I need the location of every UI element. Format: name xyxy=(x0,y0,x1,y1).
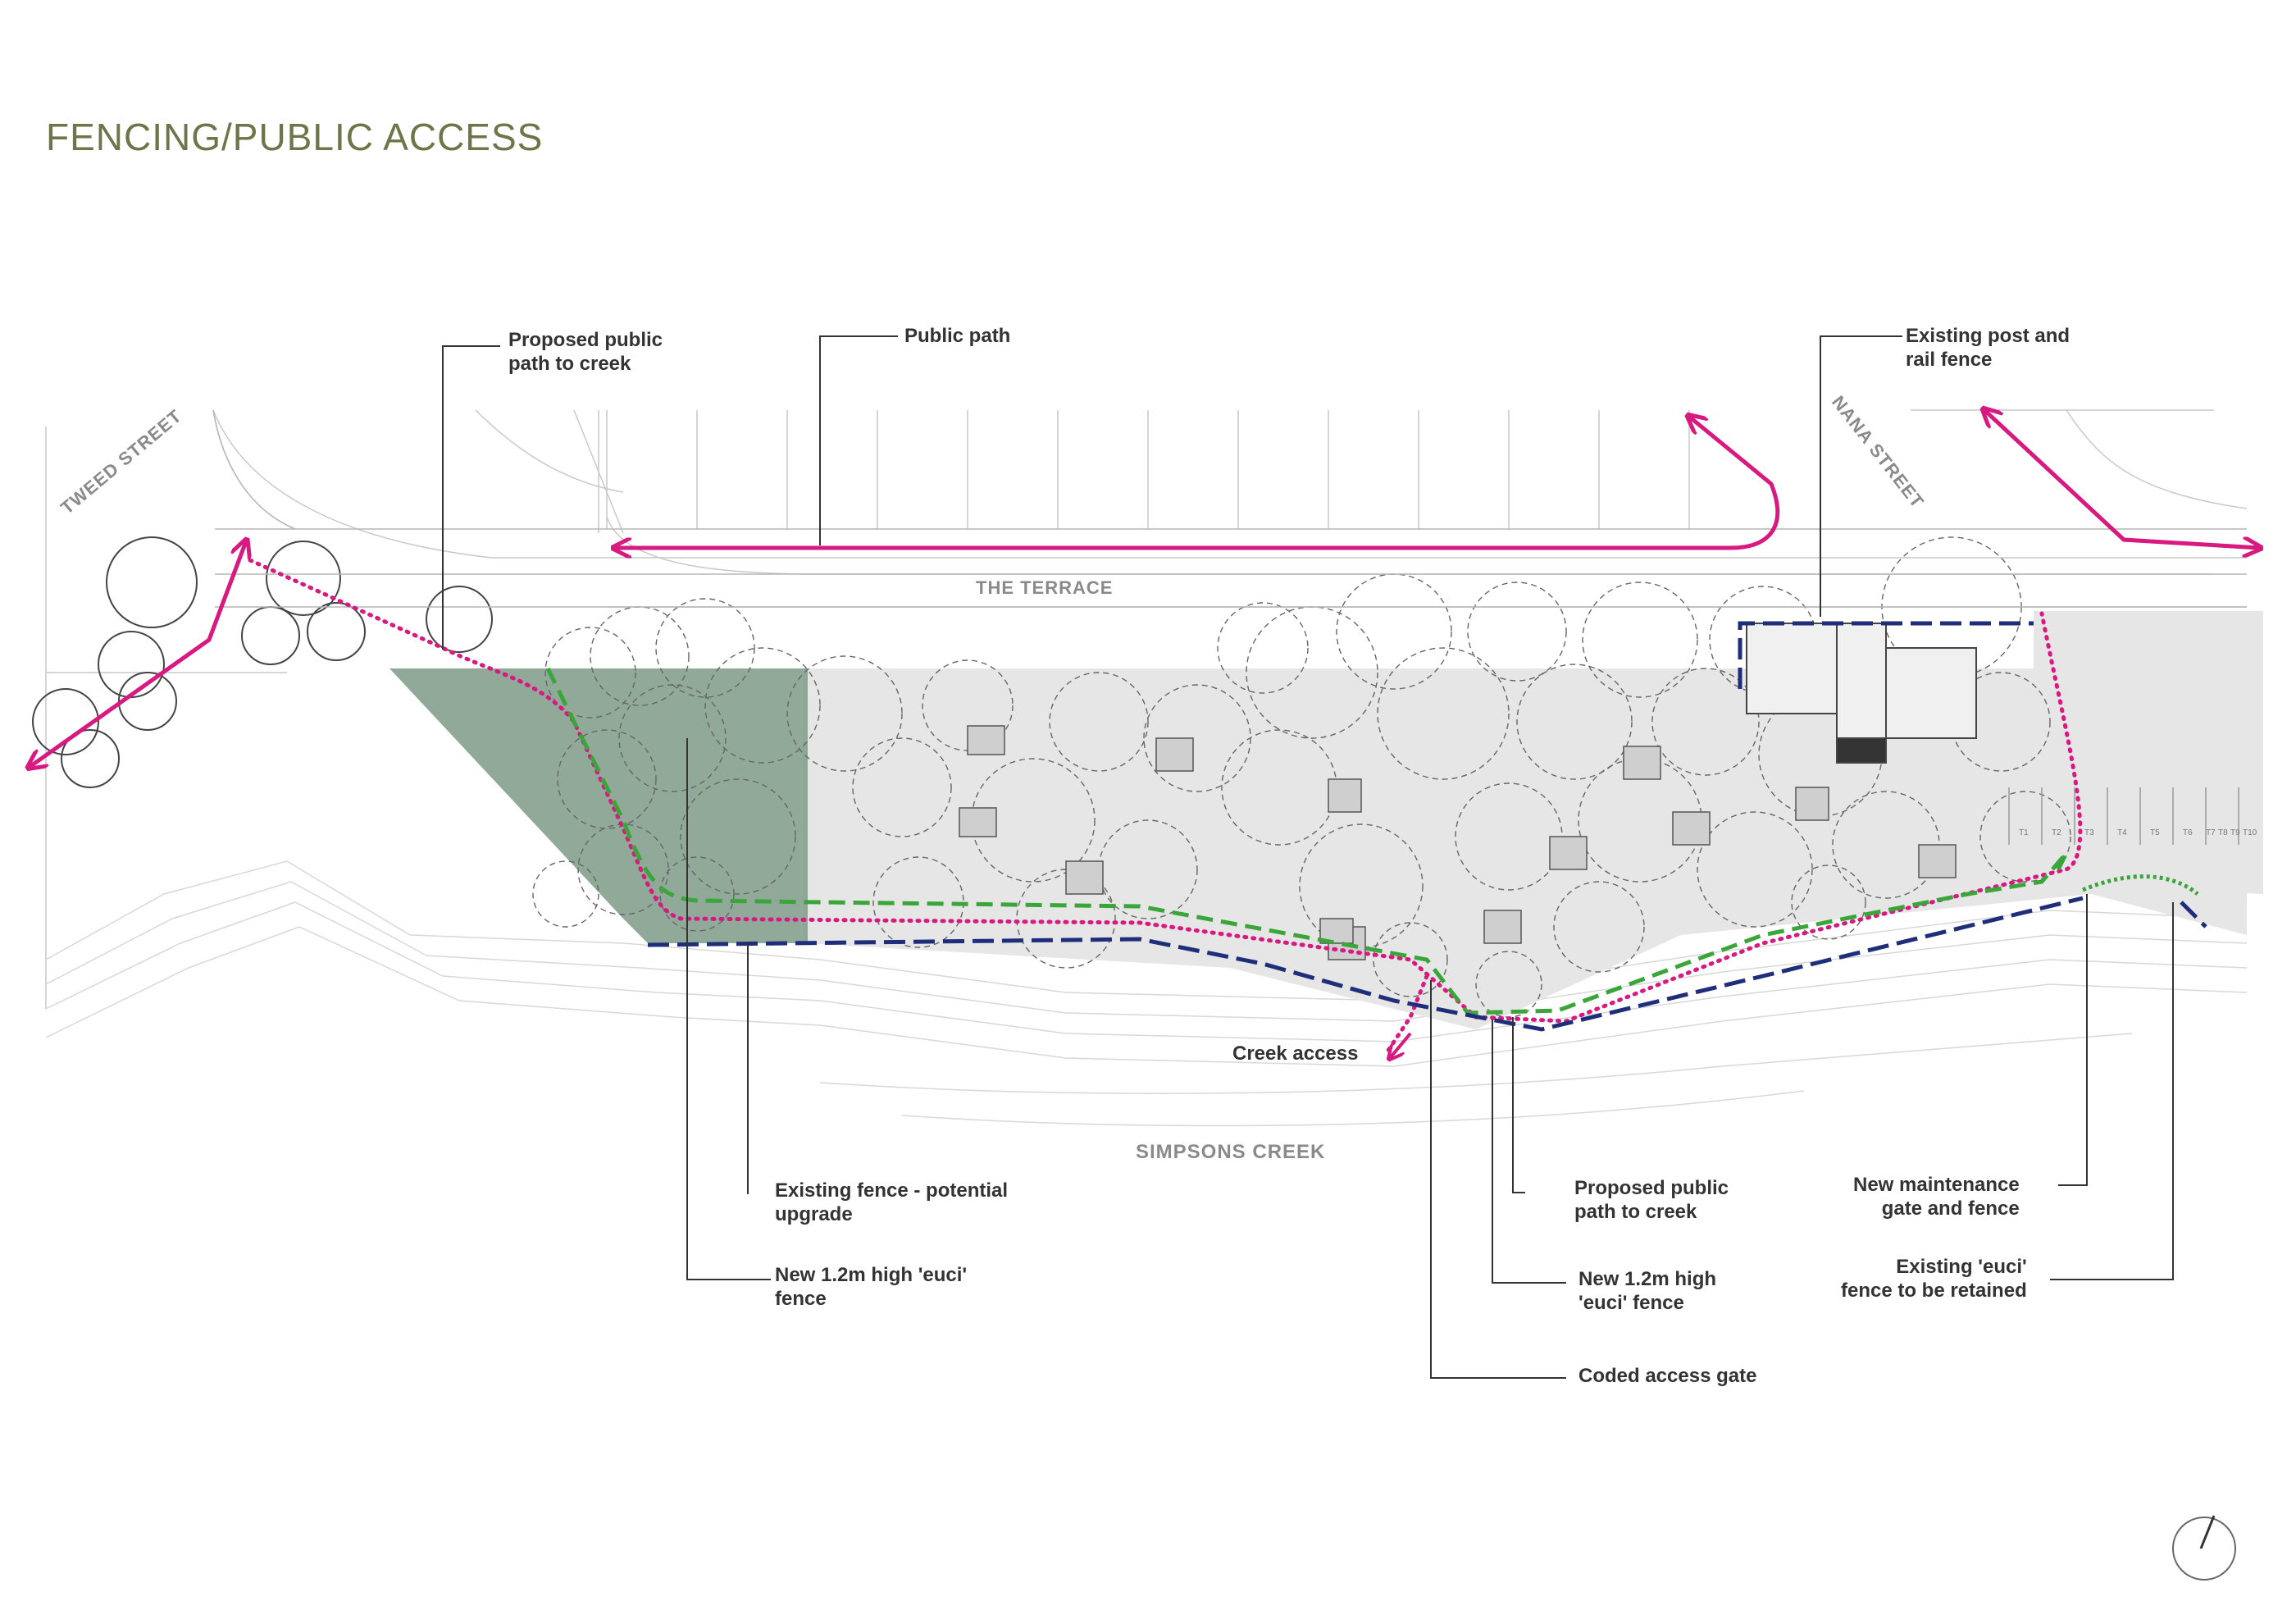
callout-existing-post-rail: Existing post and rail fence xyxy=(1906,325,2070,371)
parking-stalls-right xyxy=(2008,787,2239,845)
parking-label: T9 xyxy=(2230,828,2240,837)
page-title: FENCING/PUBLIC ACCESS xyxy=(46,116,544,158)
callout-proposed-path-bottom: Proposed public path to creek xyxy=(1574,1177,1729,1223)
tree-canopies xyxy=(532,536,2071,1018)
public-path xyxy=(30,410,2259,767)
callout-maintenance-gate: New maintenance gate and fence xyxy=(1853,1174,2020,1220)
parking-labels: T1 T2 T3 T4 T5 T6 T7 T8 T9 T10 xyxy=(2019,828,2257,837)
maintenance-gate-fence xyxy=(2082,874,2199,896)
cabins xyxy=(959,725,1957,960)
callout-public-path: Public path xyxy=(904,325,1011,347)
parking-label: T1 xyxy=(2019,828,2029,837)
parking-label: T4 xyxy=(2117,828,2127,837)
parking-label: T8 xyxy=(2218,828,2228,837)
contour-lines xyxy=(45,860,2248,1127)
terrace-road xyxy=(212,409,2247,608)
simpsons-creek-label: SIMPSONS CREEK xyxy=(1136,1141,1325,1163)
callout-existing-euci: Existing 'euci' fence to be retained xyxy=(1841,1256,2027,1302)
dotted-access-path xyxy=(248,558,2083,1056)
creek-access-arrow xyxy=(1390,1032,1412,1058)
site-grey-area xyxy=(804,668,2247,1029)
callout-existing-fence-upgrade: Existing fence - potential upgrade xyxy=(775,1179,1009,1225)
callout-new-euci-mid: New 1.2m high 'euci' fence xyxy=(1578,1268,1717,1314)
parking-label: T5 xyxy=(2150,828,2160,837)
callout-coded-gate: Coded access gate xyxy=(1578,1365,1757,1387)
callout-proposed-path-top: Proposed public path to creek xyxy=(508,329,663,375)
parking-label: T3 xyxy=(2084,828,2094,837)
parking-label: T10 xyxy=(2243,828,2257,837)
parking-label: T7 xyxy=(2206,828,2216,837)
callout-creek-access: Creek access xyxy=(1232,1042,1359,1065)
amenities-building xyxy=(1746,623,1977,764)
callout-new-euci-left: New 1.2m high 'euci' fence xyxy=(775,1264,968,1310)
parking-stalls-top xyxy=(606,410,1690,529)
existing-fence xyxy=(647,621,2207,1032)
leader-lines xyxy=(442,335,2174,1379)
tweed-street-label: TWEED STREET xyxy=(57,405,185,518)
parking-label: T2 xyxy=(2052,828,2061,837)
north-arrow-icon xyxy=(2172,1515,2236,1581)
terrace-label: THE TERRACE xyxy=(976,577,1113,598)
shaded-area xyxy=(390,668,808,943)
parking-label: T6 xyxy=(2183,828,2193,837)
